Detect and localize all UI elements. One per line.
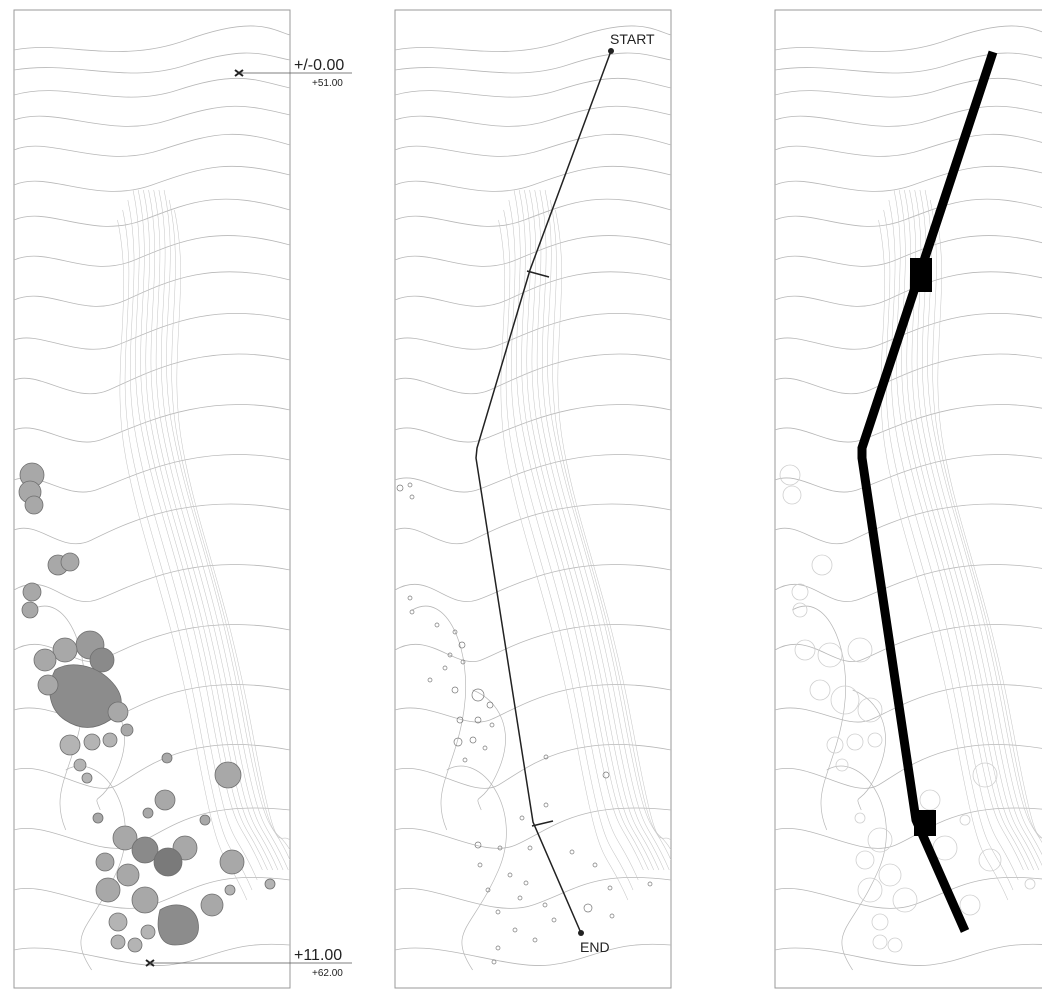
elevation-top-main: +/-0.00 — [294, 57, 344, 74]
panel-path — [774, 9, 1042, 989]
panel-frame — [774, 9, 1042, 989]
start-label: START — [610, 31, 655, 47]
panel-frame — [394, 9, 672, 989]
elevation-bottom-sub: +62.00 — [312, 968, 343, 979]
contours-3 — [775, 25, 1042, 971]
path-platform-upper — [910, 258, 932, 292]
tree-clusters — [18, 462, 276, 953]
elevation-marker-bottom: +11.00 +62.00 — [145, 947, 352, 979]
tree-outlines-light — [779, 464, 1036, 953]
elevation-top-sub: +51.00 — [312, 78, 343, 89]
contours-1 — [14, 25, 290, 971]
end-label: END — [580, 939, 610, 955]
panel-vegetation: +/-0.00 +51.00 +11.00 +62.00 — [13, 9, 352, 989]
path-band — [857, 50, 998, 933]
panel-route: START END — [394, 9, 672, 989]
end-point — [578, 930, 584, 936]
panel-frame — [13, 9, 291, 989]
elevation-marker-top: +/-0.00 +51.00 — [234, 57, 352, 89]
tree-outlines — [396, 482, 653, 965]
path-platform-lower — [914, 810, 936, 836]
start-point — [608, 48, 614, 54]
contours-2 — [395, 25, 671, 971]
elevation-bottom-main: +11.00 — [294, 947, 342, 964]
route-line: START END — [475, 31, 655, 955]
